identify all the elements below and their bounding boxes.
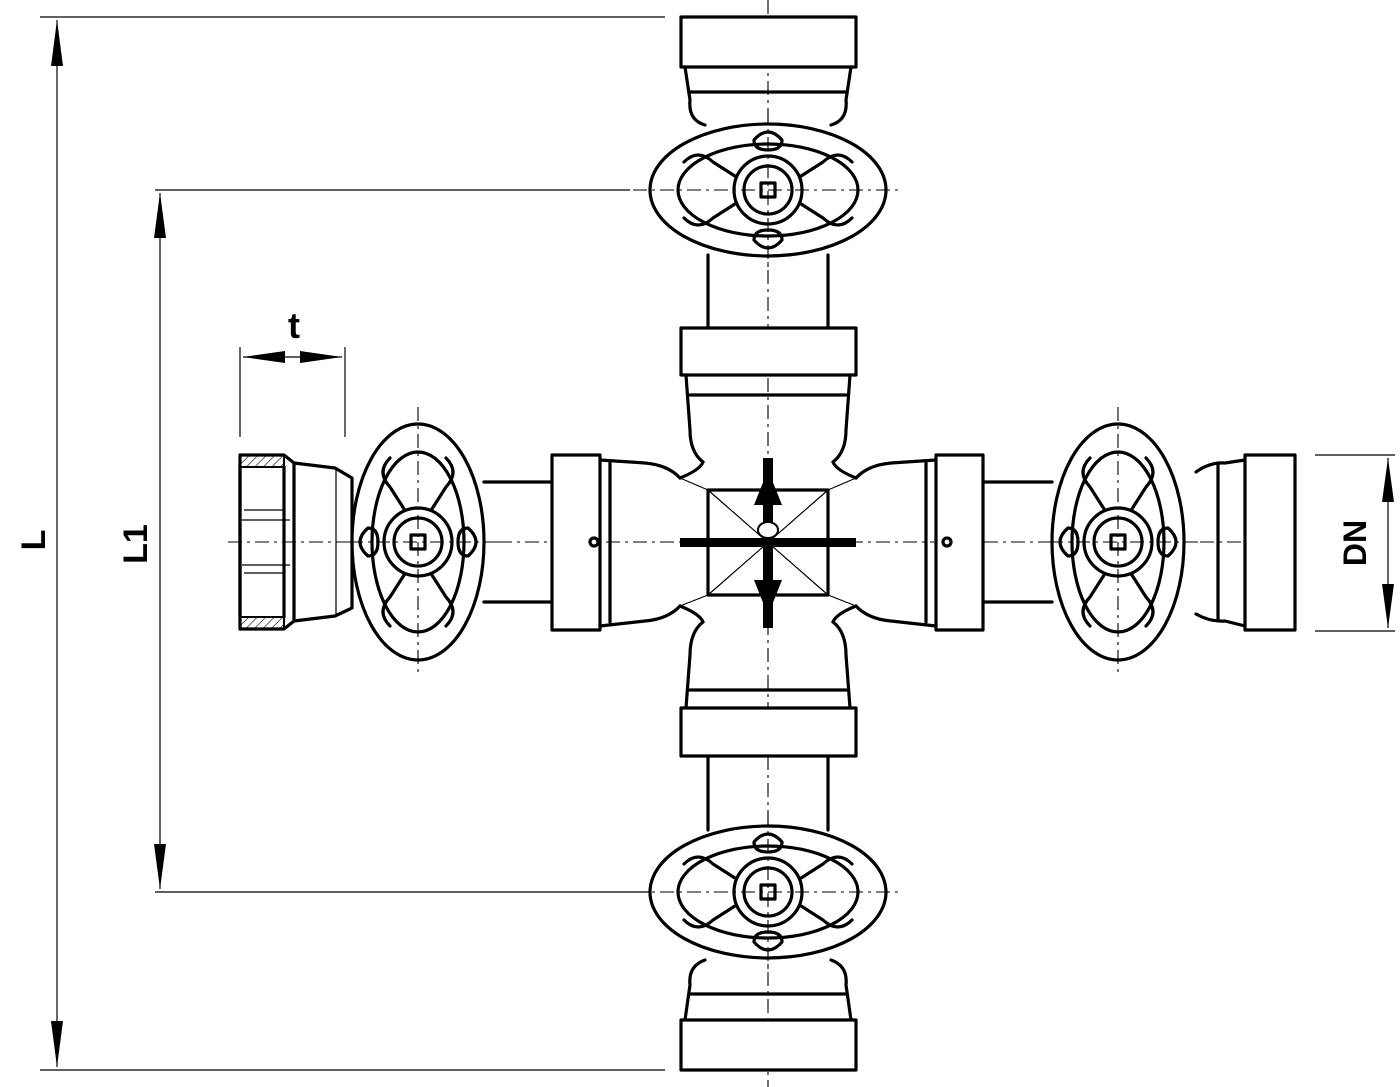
dimension-DN: DN: [1315, 454, 1395, 632]
dimension-label-DN: DN: [1337, 520, 1373, 566]
upper-sleeve: [679, 326, 858, 377]
dimension-label-L: L: [15, 530, 53, 551]
dimension-L1: L1: [117, 189, 650, 893]
top-end-sleeve: [679, 15, 858, 69]
horizontal-pipe: [482, 453, 1297, 632]
right-end-sleeve: [1243, 453, 1297, 632]
valve-bottom: [633, 812, 903, 972]
valve-left: [338, 407, 498, 677]
lower-sleeve: [679, 706, 858, 758]
dimension-t: t: [239, 305, 346, 437]
vertical-pipe: [679, 15, 858, 1072]
threaded-connector: [238, 453, 354, 631]
left-sleeve: [550, 453, 602, 632]
dimension-L: L: [15, 16, 665, 1071]
valve-right: [1038, 407, 1198, 677]
dimension-label-L1: L1: [117, 524, 155, 564]
bottom-end-sleeve: [679, 1018, 858, 1072]
dimension-label-t: t: [288, 305, 300, 346]
cross-fitting: [678, 458, 858, 628]
valve-top: [633, 110, 903, 270]
